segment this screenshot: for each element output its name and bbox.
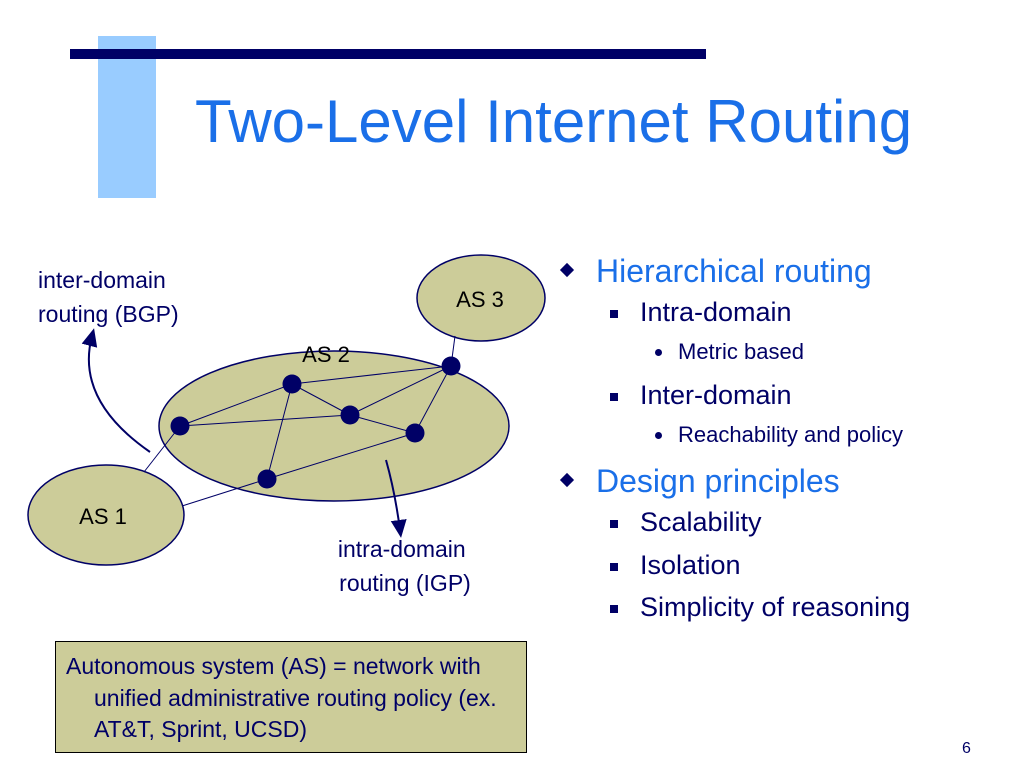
router-node [340, 405, 360, 425]
router-node [257, 469, 277, 489]
bullet-item: Design principles [559, 462, 1000, 500]
intra-as-links [179, 365, 452, 480]
router-node [441, 356, 461, 376]
intra-domain-arrow [385, 459, 407, 538]
square-bullet-icon [610, 605, 618, 614]
square-bullet-icon [610, 520, 618, 529]
inter-domain-arrow [81, 328, 151, 453]
router-node [405, 423, 425, 443]
bullet-item: Inter-domain [560, 379, 1000, 411]
as1-label: AS 1 [79, 504, 127, 529]
square-bullet-icon [610, 310, 618, 319]
as1-region [27, 464, 185, 566]
bullet-item: Scalability [560, 506, 1000, 538]
as3-region [416, 254, 546, 342]
as3-label: AS 3 [456, 287, 504, 312]
square-bullet-icon [610, 393, 618, 402]
router-node [170, 416, 190, 436]
as2-label: AS 2 [302, 342, 350, 367]
bullet-list: Hierarchical routing Intra-domain Metric… [559, 252, 1000, 634]
slide-title: Two-Level Internet Routing [195, 88, 913, 155]
bullet-item: Hierarchical routing [559, 252, 1000, 290]
router-node [282, 374, 302, 394]
page-number: 6 [962, 740, 971, 757]
diamond-bullet-icon [559, 472, 575, 488]
bullet-item: Intra-domain [560, 296, 1000, 328]
as2-region [158, 350, 510, 502]
dot-bullet-icon [655, 431, 662, 439]
accent-bar-vertical [98, 36, 156, 198]
definition-box: Autonomous system (AS) = network with un… [55, 641, 527, 753]
intra-domain-label: intra-domain routing (IGP) [338, 536, 472, 596]
accent-bar-horizontal [70, 49, 706, 59]
bullet-item: Isolation [560, 549, 1000, 581]
square-bullet-icon [610, 562, 618, 571]
bullet-item: Simplicity of reasoning [560, 591, 1000, 623]
dot-bullet-icon [655, 348, 662, 356]
inter-as-link [143, 425, 181, 473]
inter-as-link [181, 478, 268, 507]
bullet-item: Reachability and policy [560, 422, 1000, 448]
diamond-bullet-icon [559, 262, 575, 278]
inter-domain-label: inter-domain routing (BGP) [38, 267, 179, 327]
bullet-item: Metric based [560, 339, 1000, 365]
